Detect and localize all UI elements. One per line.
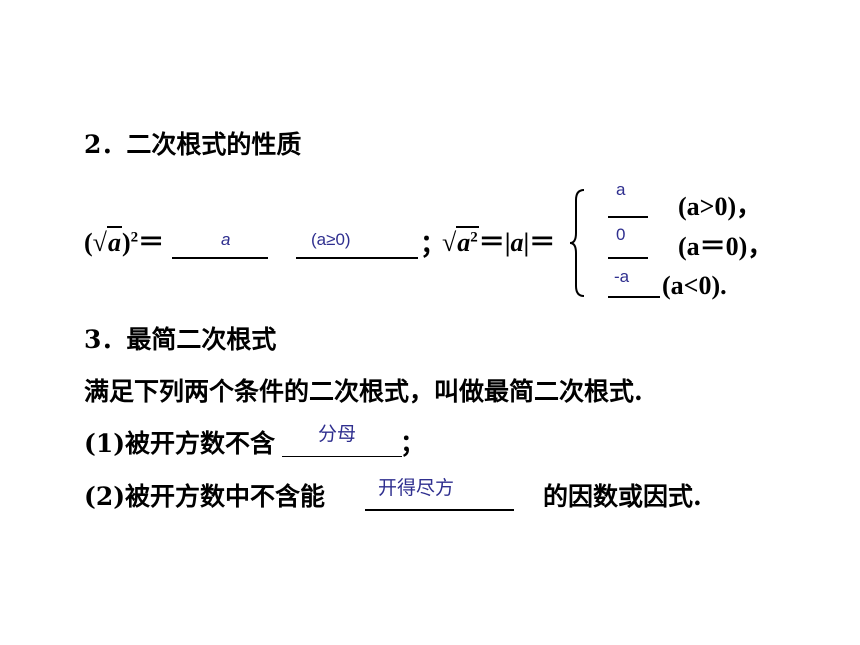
exponent-2: 2 [130, 229, 139, 246]
abs-var: a [510, 228, 524, 257]
equals-abs-open: ＝| [478, 228, 511, 257]
close-paren: ) [121, 228, 131, 257]
radicand-exponent: 2 [470, 229, 478, 246]
case-2-answer: 0 [616, 225, 626, 244]
case-3-answer: -a [614, 267, 630, 286]
condition-1-answer: 分母 [318, 423, 357, 445]
case-1-condition: (a>0)， [678, 192, 763, 221]
formula-sqrt-squared: (√a)2＝ [84, 226, 165, 257]
blank-answer-condition [296, 257, 418, 259]
left-brace-icon [569, 189, 585, 297]
condition-2-answer: 开得尽方 [378, 477, 455, 499]
radical-sign: √ [92, 228, 107, 257]
case-3-blank [608, 296, 660, 298]
case-2-blank [608, 257, 648, 259]
answer-condition: (a≥0) [311, 230, 351, 249]
open-paren: ( [84, 228, 93, 257]
equals-sign: ＝ [138, 228, 165, 257]
condition-1-blank [282, 456, 402, 457]
radicand-a-squared: a2 [456, 226, 479, 257]
condition-2-prefix: (2)被开方数中不含能 [84, 482, 326, 511]
radicand-var: a [457, 228, 471, 257]
condition-2-suffix: 的因数或因式. [543, 482, 702, 511]
radicand-a: a [106, 226, 122, 257]
condition-2-blank [365, 509, 514, 511]
case-3-condition: (a<0). [662, 271, 727, 300]
separator: ； [420, 230, 447, 259]
section-3-title: 3．最简二次根式 [84, 325, 277, 354]
blank-answer-a [172, 257, 268, 259]
section-2-title: 2．二次根式的性质 [84, 130, 302, 159]
case-1-blank [608, 216, 648, 218]
condition-1-suffix: ； [400, 429, 426, 458]
case-2-condition: (a＝0)， [678, 232, 774, 261]
case-1-answer: a [616, 180, 626, 199]
section-3-intro: 满足下列两个条件的二次根式，叫做最简二次根式. [84, 377, 643, 406]
radical-sign-2: √ [442, 228, 457, 257]
formula-sqrt-of-square: √a2＝|a|＝ [442, 226, 556, 257]
condition-1-prefix: (1)被开方数不含 [84, 429, 276, 458]
answer-a: a [221, 230, 231, 249]
abs-close-equals: |＝ [523, 228, 556, 257]
